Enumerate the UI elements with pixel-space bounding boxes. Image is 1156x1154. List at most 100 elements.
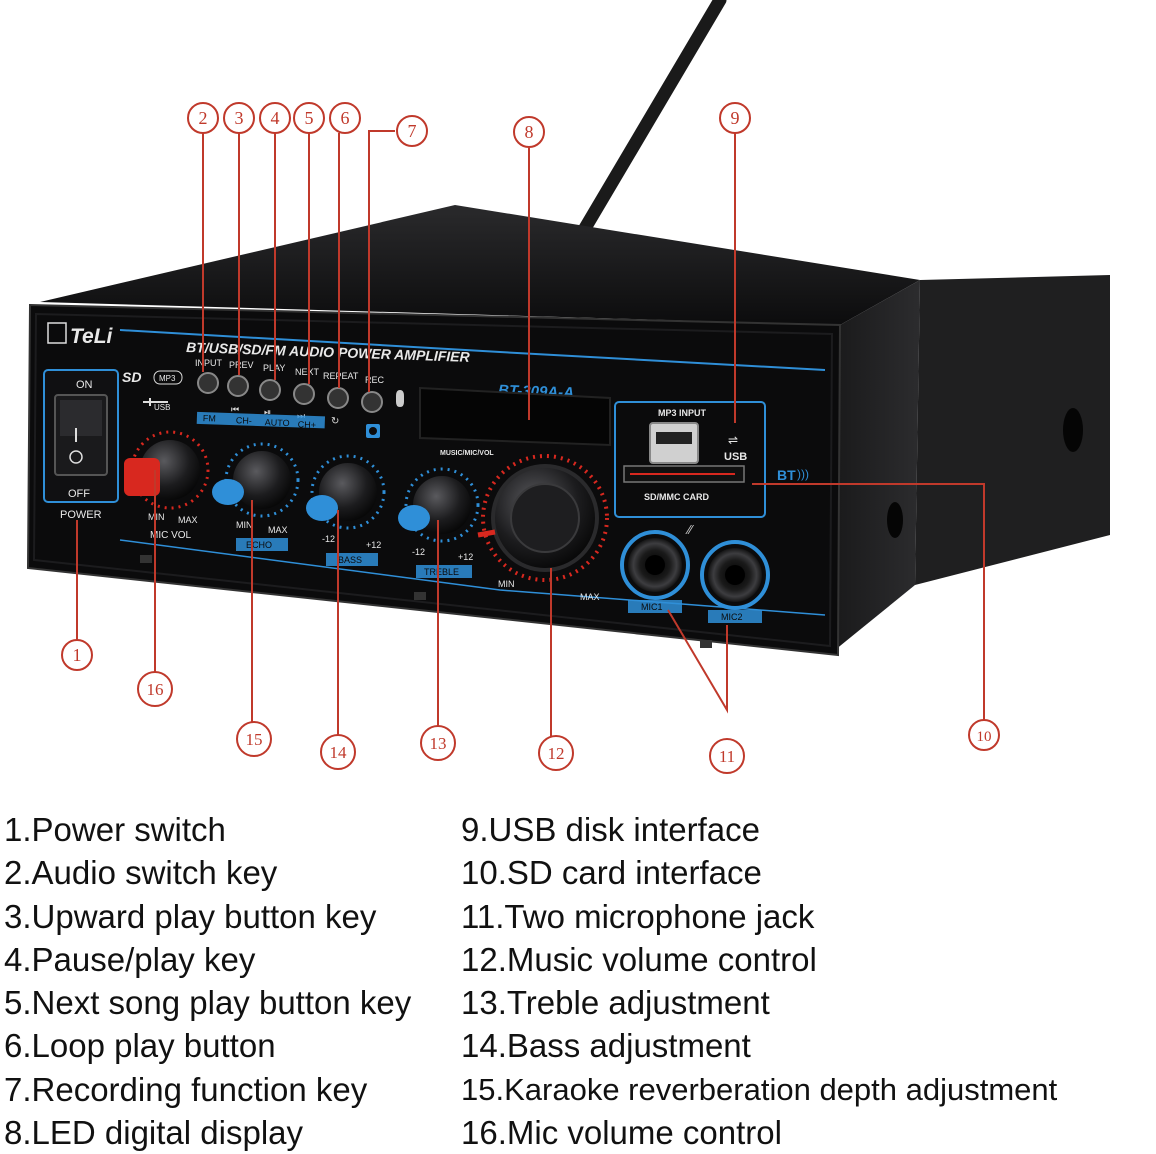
usb-sd-frame: [614, 401, 766, 518]
legend-left-column: 1.Power switch 2.Audio switch key 3.Upwa…: [4, 808, 411, 1154]
next-button[interactable]: [293, 383, 315, 405]
mic-vol-max: MAX: [178, 515, 198, 525]
brand-logo-box: [47, 322, 67, 344]
callout-numbers: [61, 102, 1000, 774]
volume-knob-cap: [510, 483, 580, 553]
play-button[interactable]: [259, 379, 281, 401]
button-label-repeat: REPEAT: [323, 371, 359, 381]
sd-card-label: SD/MMC CARD: [644, 492, 709, 502]
mic2-jack-ring: [700, 540, 770, 610]
blue-trim-top: [119, 329, 826, 371]
callout-10-circle: [968, 719, 1000, 751]
foot-left: [140, 555, 152, 563]
echo-min: MIN: [236, 520, 253, 530]
mp3-input-label: MP3 INPUT: [658, 408, 707, 418]
mic2-label-bar: [708, 610, 762, 623]
echo-max: MAX: [268, 525, 288, 535]
callout-13: 13: [430, 734, 447, 753]
callout-3-circle: [223, 102, 255, 134]
callout-13-circle: [420, 725, 456, 761]
prev-button[interactable]: [227, 375, 249, 397]
bass-led-ring: [310, 454, 386, 530]
mode-ch-plus: CH+: [298, 419, 317, 430]
usb-port-slot: [656, 432, 692, 444]
mic1-label: MIC1: [641, 602, 663, 612]
callout-1-circle: [61, 639, 93, 671]
legend-item-14: 14.Bass adjustment: [461, 1027, 751, 1065]
bass-min: -12: [322, 534, 335, 544]
rec-dot-icon: [369, 427, 377, 435]
usb-icon: [143, 398, 168, 406]
callout-5-circle: [293, 102, 325, 134]
callout-9: 9: [731, 108, 740, 128]
mode-bar: FM CH- AUTO CH+: [196, 411, 326, 430]
echo-pointer: [212, 479, 244, 505]
legend-item-8: 8.LED digital display: [4, 1114, 303, 1152]
mic1-jack-ring: [620, 530, 690, 600]
front-panel-bevel: [32, 312, 834, 648]
amplifier-top-panel: [40, 205, 920, 325]
mic-vol-label: MIC VOL: [150, 530, 192, 541]
mp3-mark-frame: [153, 370, 183, 385]
repeat-button[interactable]: [327, 387, 349, 409]
usb-port-icon: ⇌: [728, 433, 738, 447]
blue-trim-bottom: [119, 539, 826, 616]
callout-11-circle: [709, 738, 745, 774]
callout-12-circle: [538, 735, 574, 771]
callout-5: 5: [305, 108, 314, 128]
button-label-rec: REC: [365, 375, 385, 385]
callout-4: 4: [271, 108, 280, 128]
callout-6-circle: [329, 102, 361, 134]
legend-item-5: 5.Next song play button key: [4, 984, 412, 1022]
callout-15-circle: [236, 721, 272, 757]
mode-ch-minus: CH-: [236, 415, 252, 426]
echo-label-bar: [236, 538, 288, 551]
transport-buttons: INPUT PREV PLAY NEXT REPEAT REC ⏮ ⏯ ⏭ ↻: [195, 358, 404, 438]
mic-icon: [396, 390, 404, 412]
volume-pointer: [477, 529, 496, 538]
mic2-label: MIC2: [721, 612, 743, 622]
antenna: [558, 0, 727, 269]
mic-vol-min: MIN: [148, 512, 165, 522]
callout-14: 14: [330, 743, 348, 762]
callout-15: 15: [246, 730, 263, 749]
foot-right: [700, 640, 712, 648]
treble-max: +12: [458, 552, 473, 562]
callout-3: 3: [235, 108, 244, 128]
input-button[interactable]: [197, 372, 219, 394]
callout-12: 12: [548, 744, 565, 763]
legend-right-column: 9.USB disk interface 10.SD card interfac…: [461, 808, 1057, 1154]
side-screw-hole: [1063, 408, 1083, 452]
callout-10: 10: [977, 729, 992, 745]
treble-min: -12: [412, 547, 425, 557]
legend-item-1: 1.Power switch: [4, 811, 226, 848]
legend-item-4: 4.Pause/play key: [4, 940, 256, 978]
usb-label: USB: [724, 451, 747, 463]
mic1-jack-hole: [645, 555, 665, 575]
power-switch-rocker: [60, 400, 102, 436]
bass-max: +12: [366, 540, 381, 550]
prev-icon: ⏮: [231, 404, 239, 414]
volume-label: MUSIC/MIC/VOL: [440, 450, 494, 457]
legend-item-7: 7.Recording function key: [4, 1070, 368, 1108]
side-panel-extended: [915, 275, 1110, 585]
callout-8-circle: [513, 116, 545, 148]
callout-9-circle: [719, 102, 751, 134]
legend-item-3: 3.Upward play button key: [4, 897, 377, 935]
legend-item-9: 9.USB disk interface: [461, 811, 760, 848]
volume-max: MAX: [580, 592, 600, 602]
repeat-icon: ↻: [331, 416, 339, 427]
mode-auto: AUTO: [265, 417, 290, 428]
rec-button[interactable]: [361, 391, 383, 413]
foot-middle: [414, 592, 426, 600]
legend-item-11: 11.Two microphone jack: [461, 897, 815, 935]
echo-knob[interactable]: [233, 451, 291, 509]
power-off-mark: [69, 450, 83, 464]
callout-16: 16: [147, 680, 164, 699]
bass-pointer: [306, 495, 338, 521]
callout-leaders: [76, 130, 985, 737]
volume-led-ring: [481, 454, 609, 582]
treble-label: TREBLE: [424, 567, 459, 577]
power-off-label: OFF: [68, 488, 90, 500]
button-label-input: INPUT: [195, 358, 223, 368]
